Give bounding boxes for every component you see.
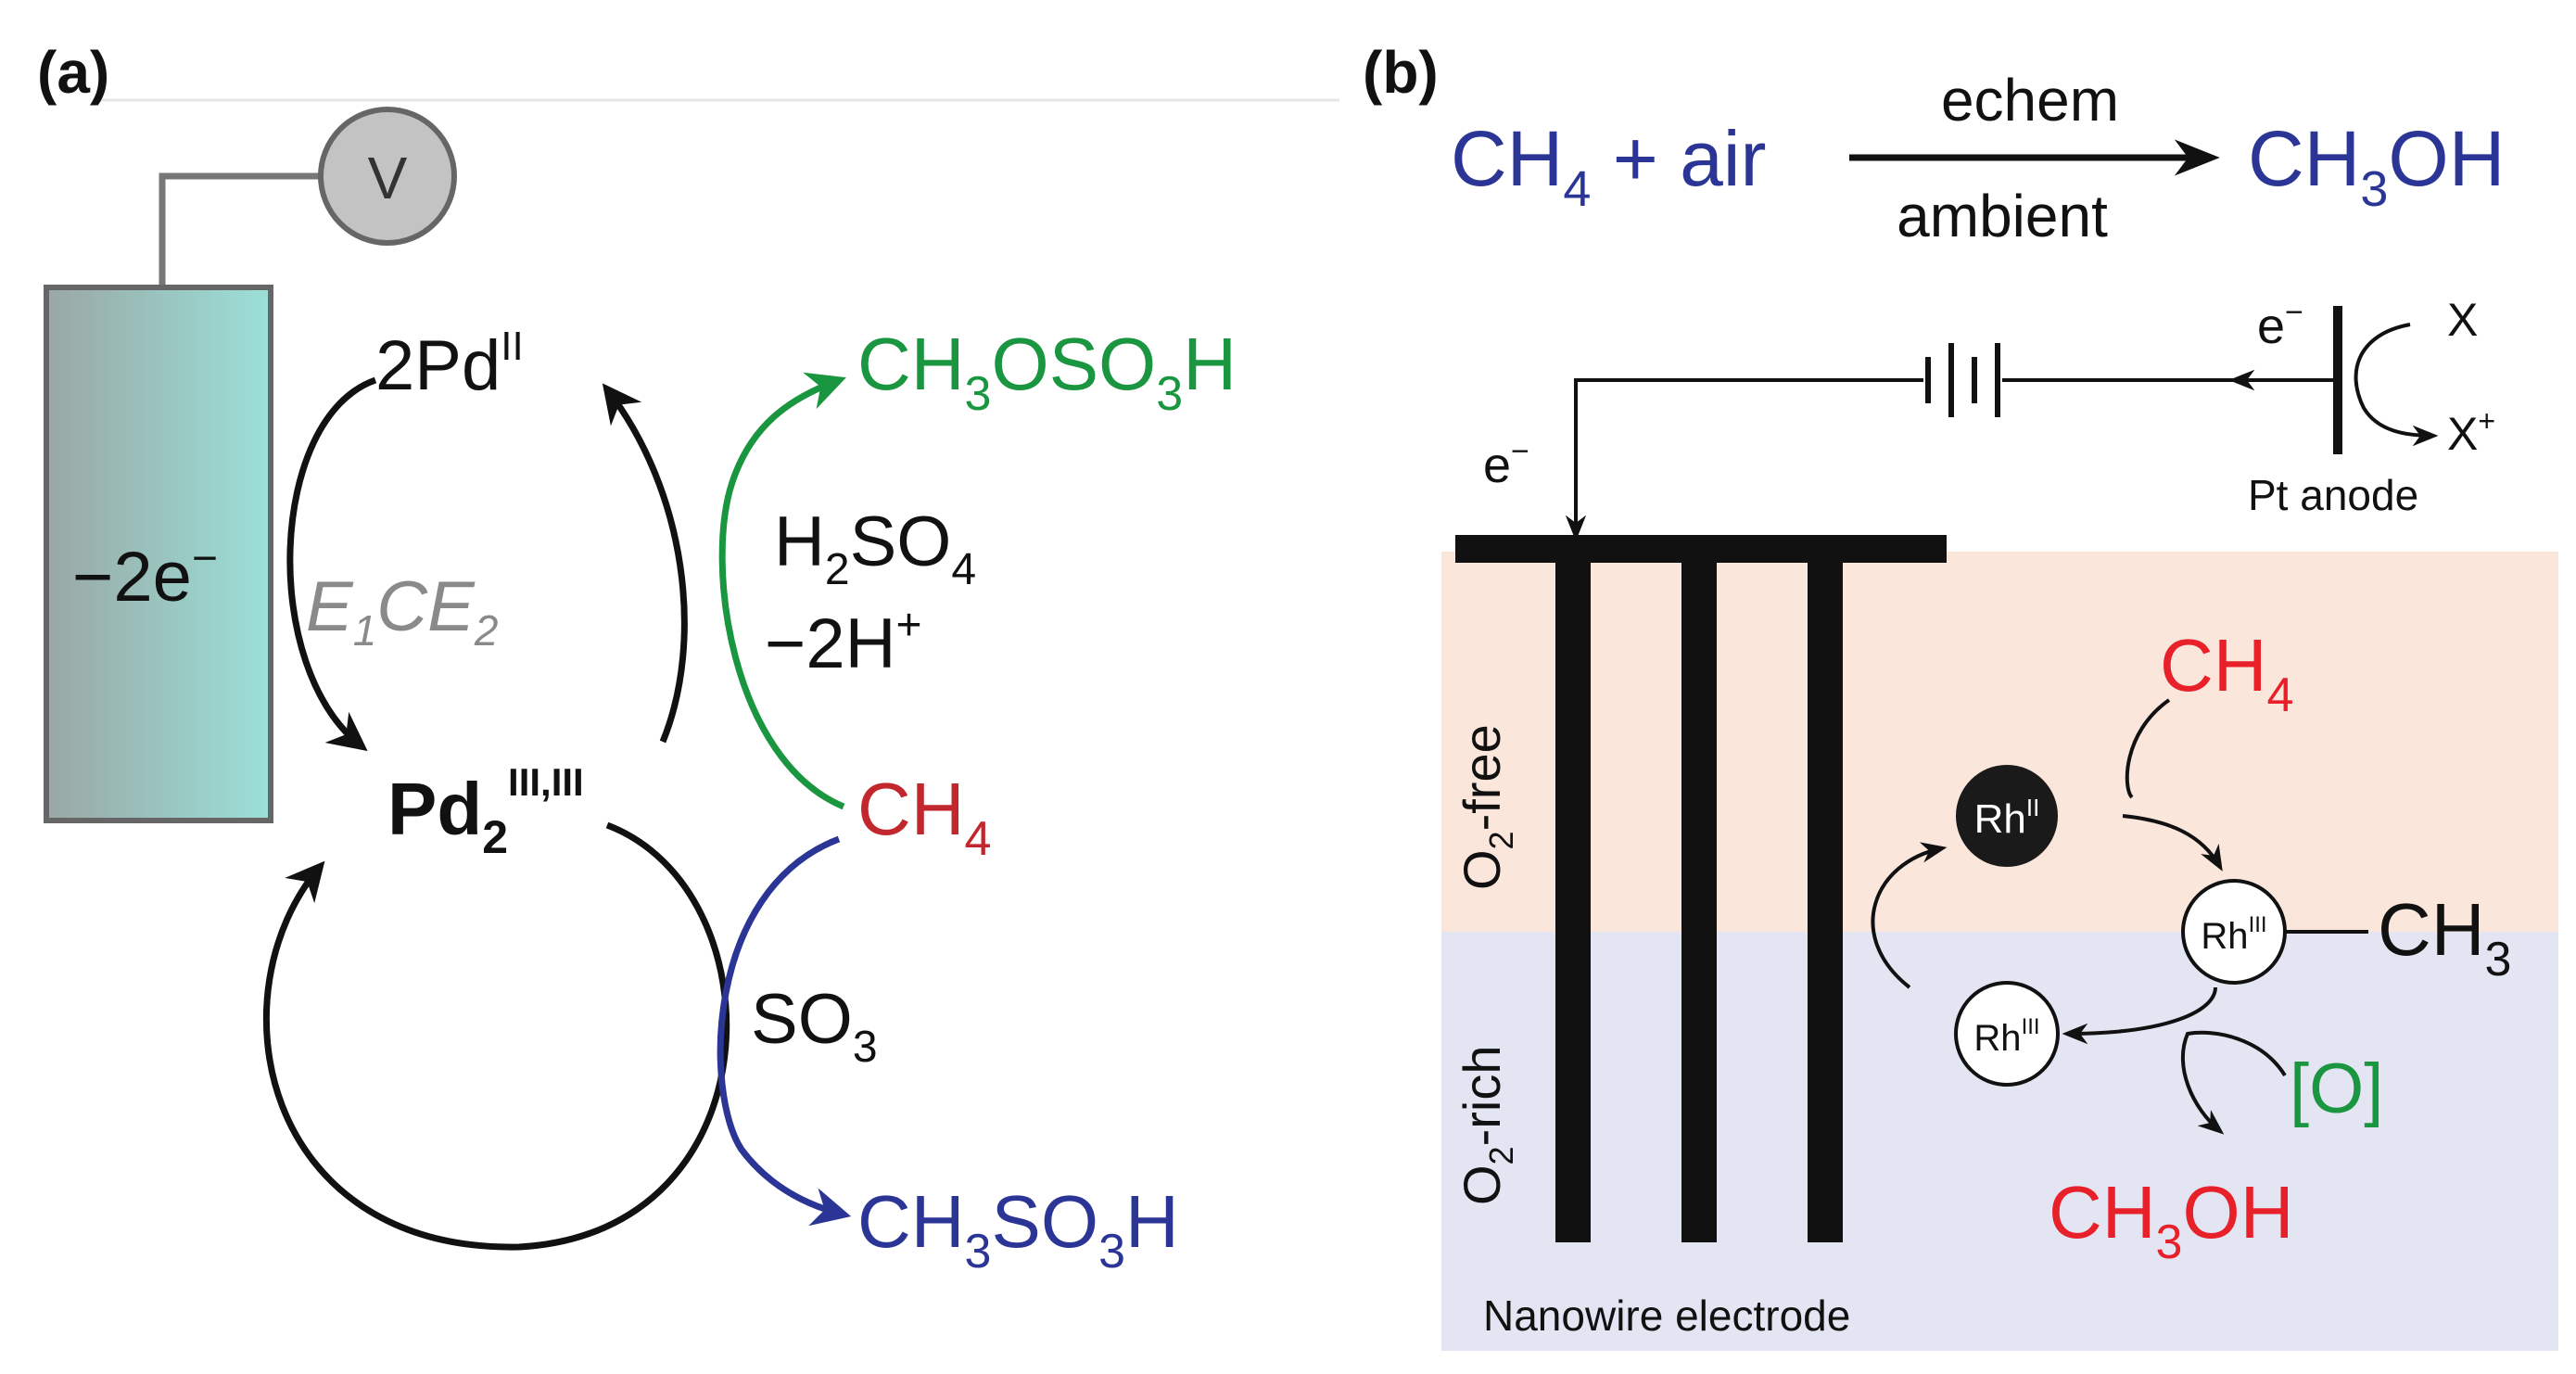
ch3so3h-label: CH3SO3H [857, 1180, 1179, 1279]
cycle-methanol-label: CH3OH [2049, 1171, 2293, 1269]
so3-label: SO3 [751, 980, 878, 1072]
pd-ii-label: 2PdII [375, 324, 524, 405]
panel-a: (a) V −2e− E1CE2 2PdII Pd2III,III CH3OSO… [37, 39, 1339, 1279]
regeneration-arrow [262, 821, 730, 1251]
oxidant-label: [O] [2290, 1050, 2383, 1128]
electrode-charge-label: −2e− [72, 534, 218, 617]
electron-label-right: e− [2257, 295, 2303, 354]
rh-ii-node [1956, 765, 2058, 867]
h2so4-label: H2SO4 [774, 503, 976, 594]
o2-free-zone [1441, 552, 2558, 932]
rh-iii-label: RhIII [1973, 1014, 2039, 1059]
oxidation-arrow [602, 383, 688, 744]
rh-ii-label: RhII [1974, 794, 2040, 842]
proton-loss-label: −2H+ [765, 601, 922, 683]
reaction-condition-ambient: ambient [1897, 183, 2108, 249]
x-label: X [2447, 294, 2478, 346]
voltmeter-label: V [368, 145, 408, 211]
ch3oso3h-label: CH3OSO3H [857, 323, 1237, 421]
electron-label-left: e− [1483, 434, 1529, 493]
reaction-condition-echem: echem [1941, 67, 2119, 134]
panel-a-label: (a) [37, 39, 109, 106]
ch4-activation-arrow [2122, 814, 2223, 871]
rh-iii-node [1954, 981, 2060, 1087]
cycle-ch4-label: CH4 [2160, 624, 2293, 722]
reaction-reactants: CH4 + air [1451, 115, 1766, 217]
circuit-wire-left [1574, 378, 1923, 533]
rh-iii-methyl-label: RhIII [2201, 912, 2266, 957]
ch4-label: CH4 [857, 768, 991, 866]
electrode-wire [159, 172, 320, 287]
nanowire-1 [1555, 556, 1591, 1242]
electrode-block [44, 285, 273, 823]
ch4-approach-line [2125, 698, 2171, 799]
pd-iii-iii-label: Pd2III,III [387, 760, 584, 863]
sulfonylation-arrow [717, 835, 852, 1227]
reaction-product: CH3OH [2248, 115, 2505, 217]
oxidation-arrow-b [2180, 1030, 2287, 1135]
nanowire-electrode-label: Nanowire electrode [1483, 1291, 1850, 1340]
o2-free-label: O2-free [1453, 724, 1520, 890]
voltmeter [318, 107, 457, 246]
pt-anode-label: Pt anode [2248, 471, 2418, 519]
sulfonation-arrow [718, 372, 846, 810]
nanowire-2 [1681, 556, 1717, 1242]
methyl-label: CH3 [2378, 888, 2511, 986]
anode-oxidation-arrow [2354, 323, 2439, 447]
rh-regeneration-arrow [2062, 986, 2217, 1045]
panel-b: (b) CH4 + air echem ambient CH3OH e− e− … [1363, 39, 2558, 1351]
reduction-arrow [286, 376, 377, 752]
panel-b-label: (b) [1363, 39, 1439, 106]
x-plus-label: X+ [2447, 404, 2495, 460]
rh-reduction-arrow [1871, 842, 1948, 989]
nanowire-3 [1808, 556, 1843, 1242]
mechanism-label: E1CE2 [306, 567, 498, 655]
o2-rich-label: O2-rich [1453, 1046, 1520, 1205]
